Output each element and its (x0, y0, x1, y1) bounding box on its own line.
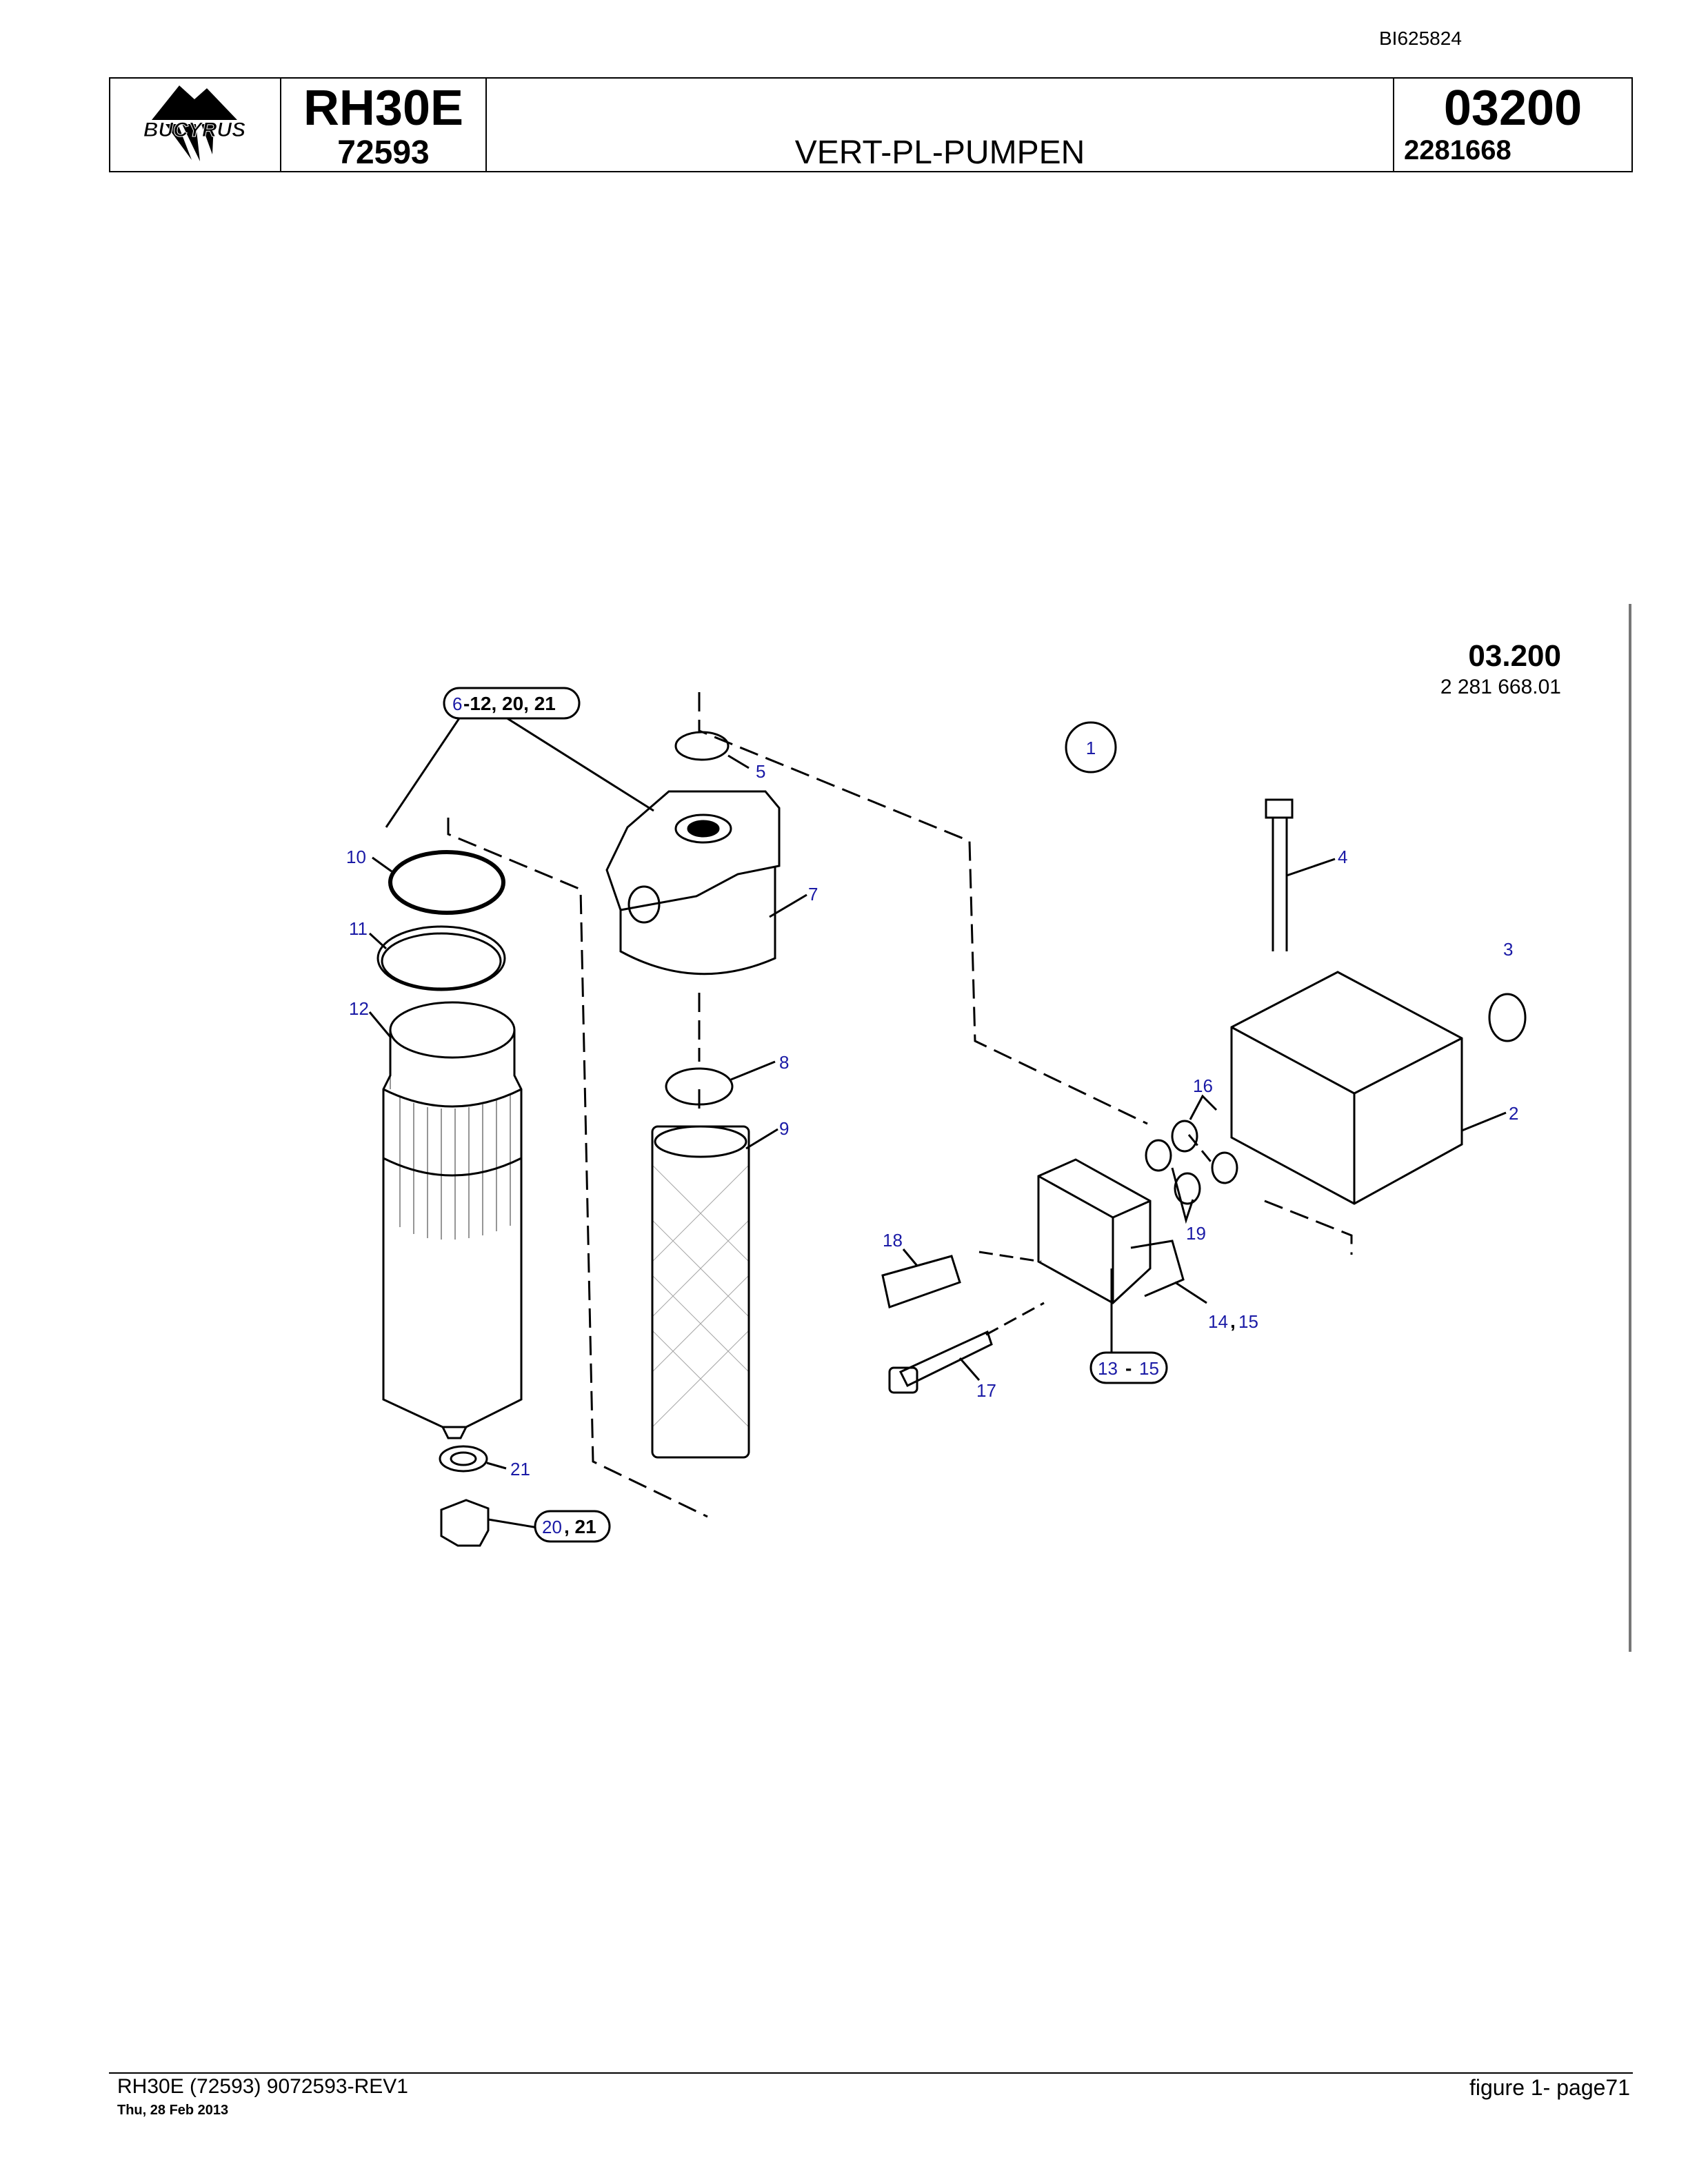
callout-19: 19 (1186, 1223, 1206, 1244)
group-14-15-a: 14 (1208, 1311, 1228, 1332)
callout-18: 18 (883, 1230, 903, 1251)
footer-divider (109, 2072, 1633, 2074)
section-ref: 03.200 (1468, 639, 1561, 673)
callout-7: 7 (808, 884, 818, 904)
page-title: VERT-PL-PUMPEN (794, 134, 1085, 171)
callout-5: 5 (756, 761, 765, 782)
callout-1: 1 (1086, 738, 1096, 758)
group-20-21-a: 20 (542, 1517, 562, 1537)
callout-1-circle (1065, 721, 1117, 774)
part-number: 2281668 (1404, 135, 1511, 165)
serial-number: 72593 (337, 134, 430, 171)
group-13-15-a: 13 (1098, 1358, 1118, 1379)
section-cell: 03200 2281668 (1394, 79, 1631, 171)
callout-2: 2 (1509, 1103, 1518, 1124)
title-block: BUCYRUS RH30E 72593 VERT-PL-PUMPEN 03200… (109, 77, 1633, 172)
group-6-12-first: 6 (452, 694, 462, 714)
group-6-12-box (443, 687, 581, 720)
title-cell: VERT-PL-PUMPEN (487, 79, 1394, 171)
margin-bar (1629, 604, 1631, 1652)
callout-16: 16 (1193, 1075, 1213, 1096)
group-13-15-b: - (1125, 1357, 1132, 1379)
callout-21: 21 (510, 1459, 530, 1479)
group-20-21-box (534, 1510, 611, 1543)
bucyrus-logo: BUCYRUS (143, 85, 246, 161)
group-13-15-c: 15 (1139, 1358, 1159, 1379)
drawing-number: 2 281 668.01 (1440, 676, 1561, 698)
callout-17: 17 (976, 1380, 996, 1401)
svg-text:BUCYRUS: BUCYRUS (143, 119, 245, 141)
callout-3: 3 (1503, 939, 1513, 960)
group-20-21-b: , 21 (564, 1516, 596, 1537)
callout-11: 11 (349, 918, 368, 939)
footer-page-ref: figure 1- page71 (1469, 2075, 1630, 2100)
callout-4: 4 (1338, 847, 1347, 867)
callout-8: 8 (779, 1052, 789, 1073)
callout-9: 9 (779, 1118, 789, 1139)
document-id: BI625824 (1379, 28, 1462, 49)
logo-cell: BUCYRUS (110, 79, 281, 171)
group-14-15-c: 15 (1238, 1311, 1258, 1332)
callout-12: 12 (349, 998, 369, 1019)
model-cell: RH30E 72593 (281, 79, 487, 171)
group-13-15-box (1089, 1351, 1168, 1384)
footer-document-ref: RH30E (72593) 9072593-REV1 (117, 2075, 408, 2098)
section-number: 03200 (1443, 81, 1582, 136)
model-name: RH30E (303, 81, 464, 136)
group-14-15-b: , (1230, 1311, 1236, 1332)
group-6-12-rest: -12, 20, 21 (463, 693, 556, 714)
footer-date: Thu, 28 Feb 2013 (117, 2103, 229, 2118)
callout-10: 10 (346, 847, 366, 867)
